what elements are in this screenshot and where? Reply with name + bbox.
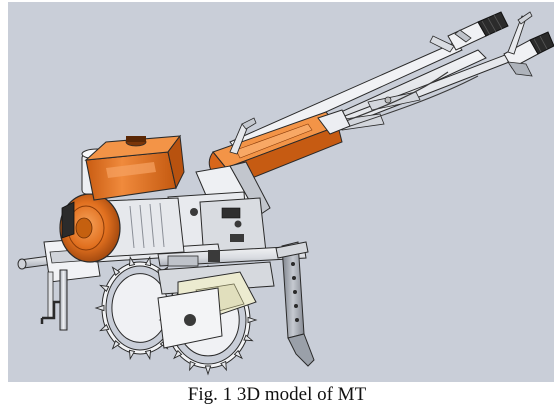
tine-wheel-front-spike xyxy=(247,316,258,324)
tine-wheel-front-spike xyxy=(173,349,183,360)
walking-tractor-3d-model xyxy=(17,11,554,376)
depth-rail xyxy=(157,245,307,267)
tine-wheel-rear-spike xyxy=(144,255,152,267)
left-grip xyxy=(429,11,509,53)
tine-wheel-front-spike xyxy=(243,334,254,342)
depth-shank xyxy=(275,241,315,367)
tine-wheel-rear-spike xyxy=(128,255,136,267)
cad-viewport xyxy=(8,2,554,382)
tine-wheel-rear-spike xyxy=(99,284,110,293)
tine-wheel-rear-spike xyxy=(111,340,121,350)
engine xyxy=(59,134,185,263)
tine-wheel-rear-spike xyxy=(144,349,152,361)
tine-wheel-front-spike xyxy=(189,360,196,372)
tine-wheel-rear-spike xyxy=(128,349,136,361)
tine-wheel-rear-spike xyxy=(111,266,121,276)
tine-wheel-front-spike xyxy=(233,349,243,360)
tine-wheel-front-spike xyxy=(220,360,227,372)
figure-caption: Fig. 1 3D model of MT xyxy=(187,384,367,404)
tine-wheel-rear-spike xyxy=(99,323,110,332)
tine-wheel-front-spike xyxy=(204,365,212,376)
rotary-tiller xyxy=(94,255,275,376)
main-frame xyxy=(167,161,271,261)
right-grip xyxy=(503,11,554,77)
tine-wheel-rear-spike xyxy=(94,304,105,312)
